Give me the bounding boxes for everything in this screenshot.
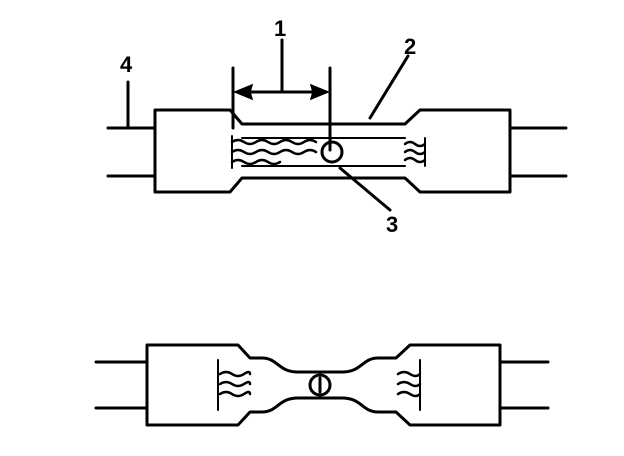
left-wire-top [106, 126, 157, 178]
leader-lines [126, 54, 410, 212]
crimped-sleeve-bottom [145, 343, 502, 427]
hole-leader [338, 166, 392, 212]
right-wire-top [508, 126, 568, 178]
strip-length-dimension [231, 38, 332, 152]
left-wire-strands-top [230, 135, 318, 169]
callout-4-label: 4 [120, 52, 133, 77]
splice-sleeve-top [153, 108, 512, 194]
left-wire-strands-bottom [218, 370, 252, 398]
right-wire-strands-bottom [396, 370, 422, 398]
inspection-hole-bottom [308, 373, 332, 397]
right-wire-bottom [498, 360, 550, 410]
bottom-splice-assembly [94, 343, 550, 427]
top-splice-assembly [106, 108, 568, 194]
inspection-hole-top [320, 140, 344, 164]
callout-3-label: 3 [386, 212, 398, 237]
callout-1-label: 1 [274, 16, 286, 41]
callout-2-label: 2 [404, 34, 416, 59]
sleeve-leader [368, 54, 410, 120]
right-wire-strands-top [403, 137, 427, 167]
left-wire-bottom [94, 360, 149, 410]
